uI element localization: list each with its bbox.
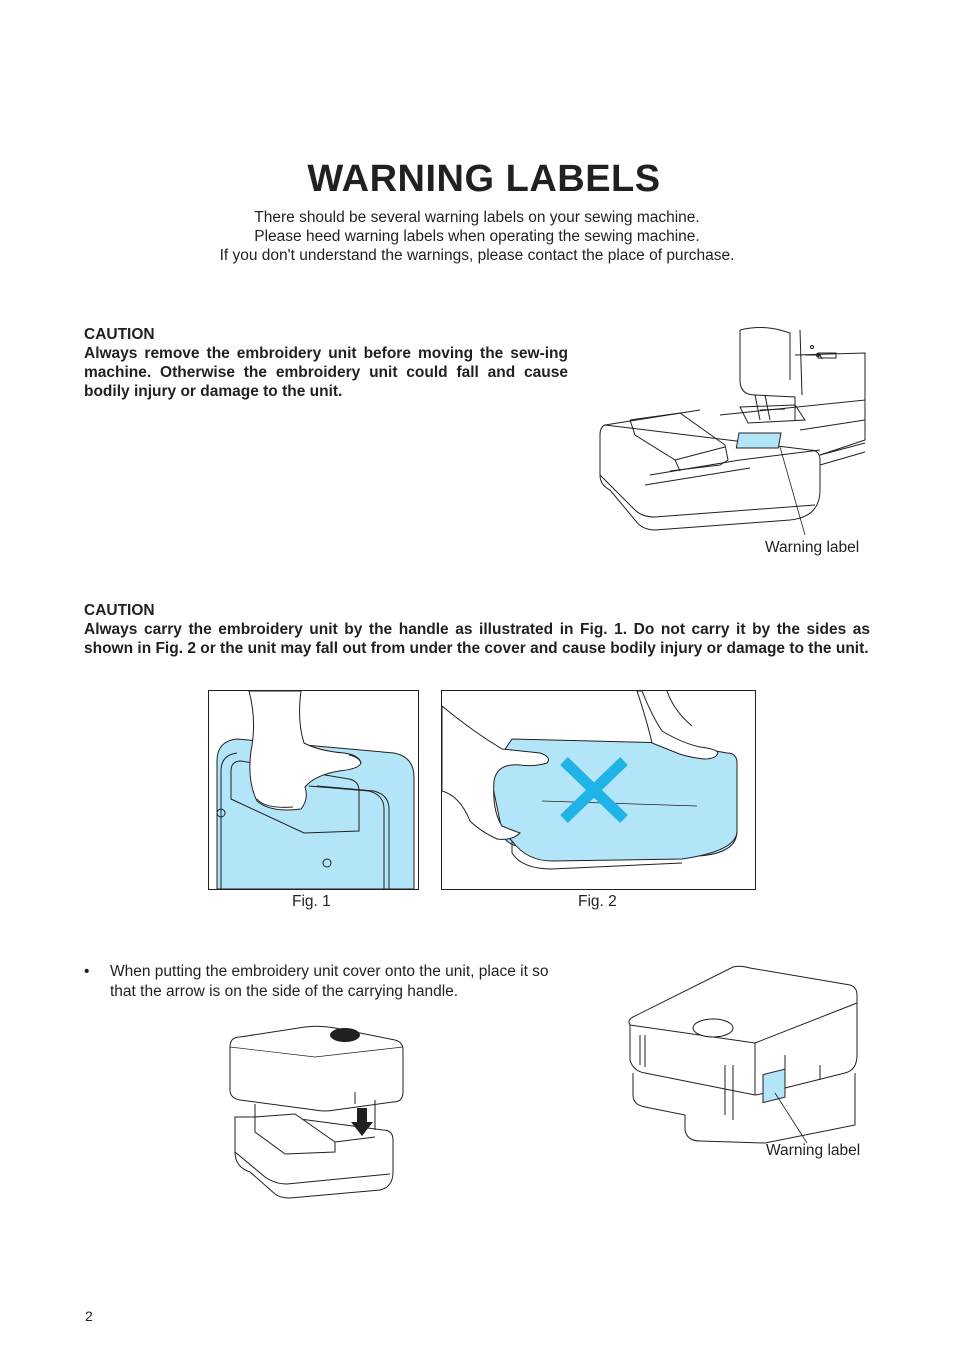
figure-2 [441,690,756,890]
caution-2-heading: CAUTION [84,602,155,619]
warning-label-text-1: Warning label [765,539,860,556]
caution-1-text: Always remove the embroidery unit before… [84,345,568,400]
warning-label-leader [779,446,806,536]
warning-label-text-2: Warning label [766,1142,861,1159]
note-text: When putting the embroidery unit cover o… [110,963,549,1000]
intro-line-3: If you don't understand the warnings, pl… [219,247,735,264]
figure-1 [208,690,419,890]
warning-label-highlight [735,432,782,449]
intro-line-2: Please heed warning labels when operatin… [254,228,700,245]
caution-2-text: Always carry the embroidery unit by the … [84,621,870,657]
caution-1-block: CAUTION Always remove the embroidery uni… [84,325,568,401]
caution-1-heading: CAUTION [84,326,155,343]
intro-line-1: There should be several warning labels o… [254,209,700,226]
bullet-icon: • [84,963,90,980]
page-number: 2 [85,1308,93,1324]
fig-1-label: Fig. 1 [292,893,331,910]
page-title: WARNING LABELS [307,158,661,200]
warning-label-highlight-2 [762,1068,786,1104]
covered-unit-illustration [628,965,858,1144]
intro-text: There should be several warning labels o… [0,208,954,265]
cover-placement-illustration [229,1025,404,1199]
arrow-down-icon [351,1108,373,1136]
fig-2-label: Fig. 2 [578,893,617,910]
note-item: • When putting the embroidery unit cover… [84,962,574,1002]
caution-2-block: CAUTION Always carry the embroidery unit… [84,601,870,658]
sewing-machine-illustration [599,327,866,536]
prohibited-cross-icon [560,757,628,823]
